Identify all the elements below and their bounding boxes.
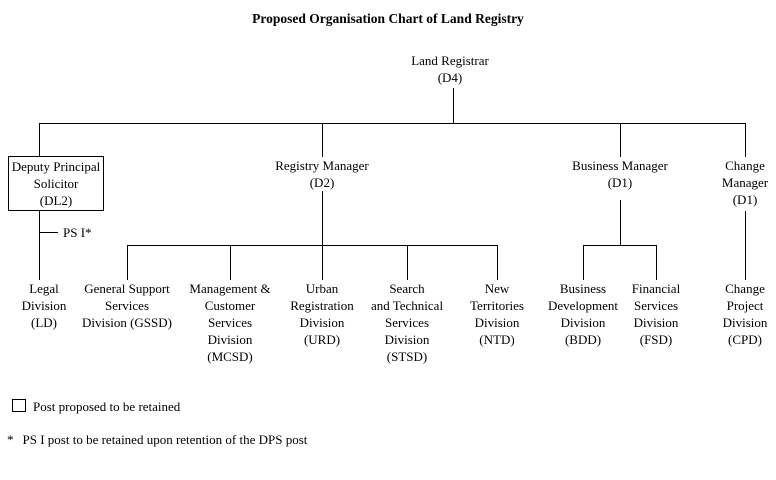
connector-business-bar xyxy=(583,245,657,246)
org-node-registry-manager: Registry Manager(D2) xyxy=(275,158,369,190)
footnote-text: PS I post to be retained upon retention … xyxy=(22,432,308,447)
org-node-land-registrar: Land Registrar(D4) xyxy=(411,53,489,85)
connector-registry-bar xyxy=(127,245,498,246)
retained-post-box-icon xyxy=(12,399,26,412)
legend-label: Post proposed to be retained xyxy=(33,399,181,414)
footnote-marker: * xyxy=(7,432,14,447)
connector-change-down xyxy=(745,211,746,280)
footnote: * PS I post to be retained upon retention… xyxy=(7,431,307,448)
connector-drop-stsd xyxy=(407,245,408,280)
page-title: Proposed Organisation Chart of Land Regi… xyxy=(252,11,524,26)
connector-drop-urd xyxy=(322,245,323,280)
connector-level1-bar xyxy=(39,123,746,124)
ps-post-label: PS I* xyxy=(63,225,92,240)
connector-registry-riser xyxy=(322,191,323,246)
connector-root-riser xyxy=(453,88,454,123)
connector-drop-ntd xyxy=(497,245,498,280)
connector-drop-fsd xyxy=(656,245,657,280)
connector-drop-bdd xyxy=(583,245,584,280)
connector-drop-registry-manager xyxy=(322,123,323,157)
org-node-business-manager: Business Manager(D1) xyxy=(572,158,668,190)
connector-drop-dps xyxy=(39,123,40,156)
connector-business-riser xyxy=(620,200,621,246)
connector-drop-business-manager xyxy=(620,123,621,157)
connector-drop-gssd xyxy=(127,245,128,280)
connector-ps-branch xyxy=(39,232,58,233)
connector-drop-mcsd xyxy=(230,245,231,280)
connector-dps-down xyxy=(39,211,40,280)
connector-drop-change-manager xyxy=(745,123,746,157)
